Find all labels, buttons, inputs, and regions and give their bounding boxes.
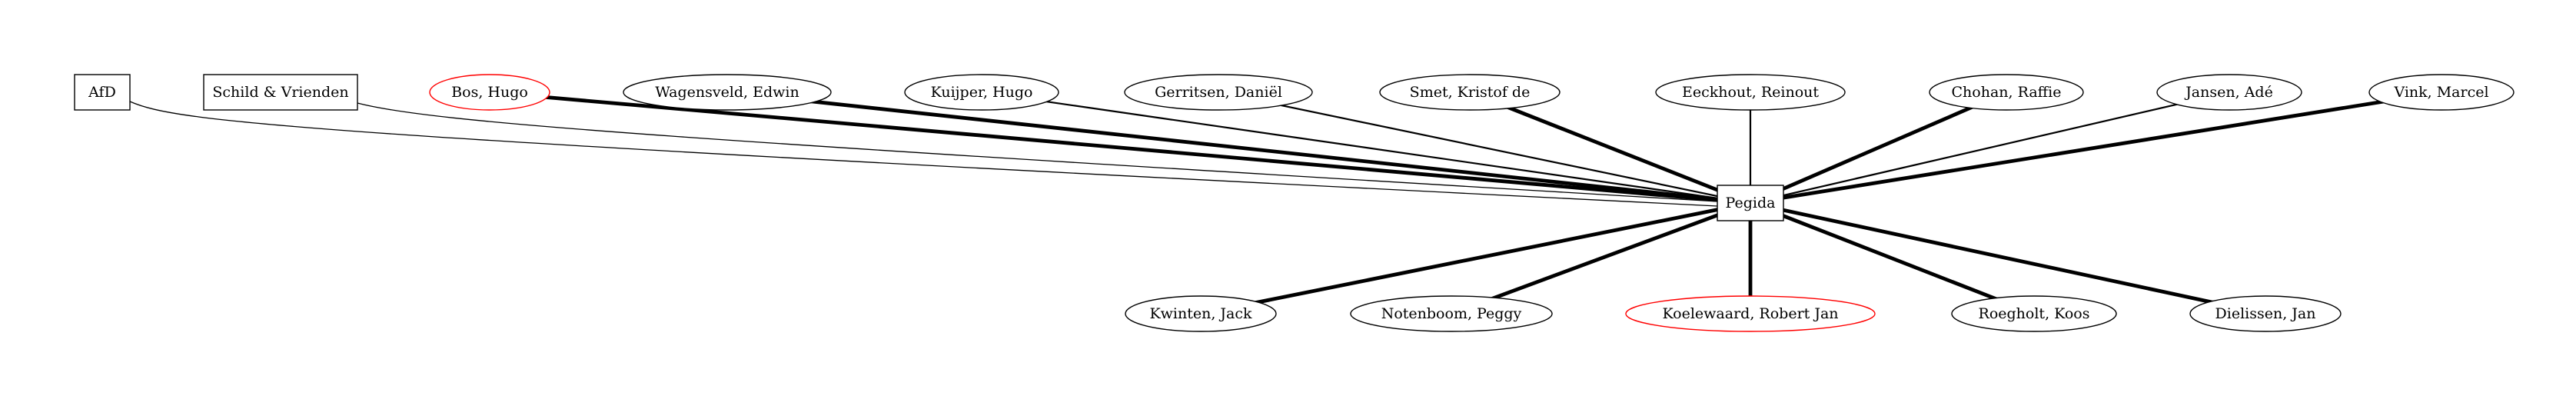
- node-smet-ellipse: [1379, 74, 1561, 111]
- node-notenboom-ellipse: [1350, 295, 1553, 332]
- node-eeckhout-ellipse: [1655, 74, 1846, 111]
- node-bos[interactable]: Bos, Hugo: [429, 74, 550, 111]
- node-afd[interactable]: AfD: [74, 74, 131, 111]
- node-jansen-ellipse: [2156, 74, 2302, 111]
- edge-pegida-roegholt: [1750, 201, 2035, 316]
- edge-vink-pegida: [1750, 90, 2442, 205]
- node-dielissen-label: Dielissen, Jan: [2215, 305, 2316, 322]
- edge-kuijper-pegida: [981, 91, 1751, 205]
- edge-jansen-pegida: [1750, 91, 2230, 205]
- node-kuijper[interactable]: Kuijper, Hugo: [904, 74, 1059, 111]
- node-eeckhout-label: Eeckhout, Reinout: [1682, 84, 1819, 101]
- node-wagensveld[interactable]: Wagensveld, Edwin: [623, 74, 832, 111]
- nodes-layer: AfD Schild & Vrienden Bos, Hugo Wagensveld,…: [74, 74, 2515, 332]
- node-roegholt[interactable]: Roegholt, Koos: [1951, 295, 2117, 332]
- node-gerritsen-label: Gerritsen, Daniël: [1155, 84, 1282, 101]
- node-gerritsen[interactable]: Gerritsen, Daniël: [1124, 74, 1313, 111]
- node-roegholt-label: Roegholt, Koos: [1979, 305, 2090, 322]
- node-vink-label: Vink, Marcel: [2393, 84, 2488, 101]
- node-kwinten-label: Kwinten, Jack: [1149, 305, 1252, 322]
- edge-wagensveld-pegida: [726, 90, 1751, 205]
- edge-bos-pegida: [489, 90, 1751, 205]
- node-gerritsen-ellipse: [1124, 74, 1313, 111]
- node-pegida[interactable]: Pegida: [1717, 185, 1784, 221]
- node-chohan-label: Chohan, Raffie: [1952, 84, 2062, 101]
- node-notenboom[interactable]: Notenboom, Peggy: [1350, 295, 1553, 332]
- node-afd-label: AfD: [88, 84, 116, 101]
- node-schild-box: [203, 74, 358, 111]
- node-jansen-label: Jansen, Adé: [2184, 84, 2273, 101]
- edge-pegida-kwinten: [1200, 201, 1751, 316]
- node-pegida-label: Pegida: [1726, 195, 1776, 211]
- edge-smet-pegida: [1469, 90, 1751, 205]
- node-schild-label: Schild & Vrienden: [212, 84, 348, 101]
- node-roegholt-ellipse: [1951, 295, 2117, 332]
- node-smet[interactable]: Smet, Kristof de: [1379, 74, 1561, 111]
- edges-layer: [129, 90, 2442, 316]
- node-jansen[interactable]: Jansen, Adé: [2156, 74, 2302, 111]
- node-kwinten-ellipse: [1125, 295, 1277, 332]
- edge-pegida-notenboom: [1451, 201, 1751, 316]
- node-chohan[interactable]: Chohan, Raffie: [1929, 74, 2084, 111]
- node-bos-label: Bos, Hugo: [451, 84, 528, 101]
- node-eeckhout[interactable]: Eeckhout, Reinout: [1655, 74, 1846, 111]
- node-chohan-ellipse: [1929, 74, 2084, 111]
- node-afd-box: [74, 74, 131, 111]
- node-bos-ellipse: [429, 74, 550, 111]
- node-smet-label: Smet, Kristof de: [1410, 84, 1531, 101]
- node-vink-ellipse: [2368, 74, 2515, 111]
- node-dielissen[interactable]: Dielissen, Jan: [2189, 295, 2342, 332]
- node-koelewaard-label: Koelewaard, Robert Jan: [1662, 305, 1838, 322]
- edge-afd-pegida: [129, 101, 1718, 207]
- node-wagensveld-ellipse: [623, 74, 832, 111]
- node-notenboom-label: Notenboom, Peggy: [1381, 305, 1522, 322]
- node-vink[interactable]: Vink, Marcel: [2368, 74, 2515, 111]
- node-dielissen-ellipse: [2189, 295, 2342, 332]
- node-kwinten[interactable]: Kwinten, Jack: [1125, 295, 1277, 332]
- node-koelewaard-ellipse: [1625, 295, 1876, 332]
- node-koelewaard[interactable]: Koelewaard, Robert Jan: [1625, 295, 1876, 332]
- edge-pegida-dielissen: [1750, 201, 2266, 316]
- node-kuijper-label: Kuijper, Hugo: [931, 84, 1033, 101]
- edge-gerritsen-pegida: [1218, 91, 1751, 205]
- edge-schild-pegida: [357, 102, 1718, 202]
- edge-chohan-pegida: [1750, 90, 2007, 205]
- node-pegida-box: [1717, 185, 1784, 221]
- node-schild[interactable]: Schild & Vrienden: [203, 74, 358, 111]
- node-kuijper-ellipse: [904, 74, 1059, 111]
- node-wagensveld-label: Wagensveld, Edwin: [655, 84, 799, 101]
